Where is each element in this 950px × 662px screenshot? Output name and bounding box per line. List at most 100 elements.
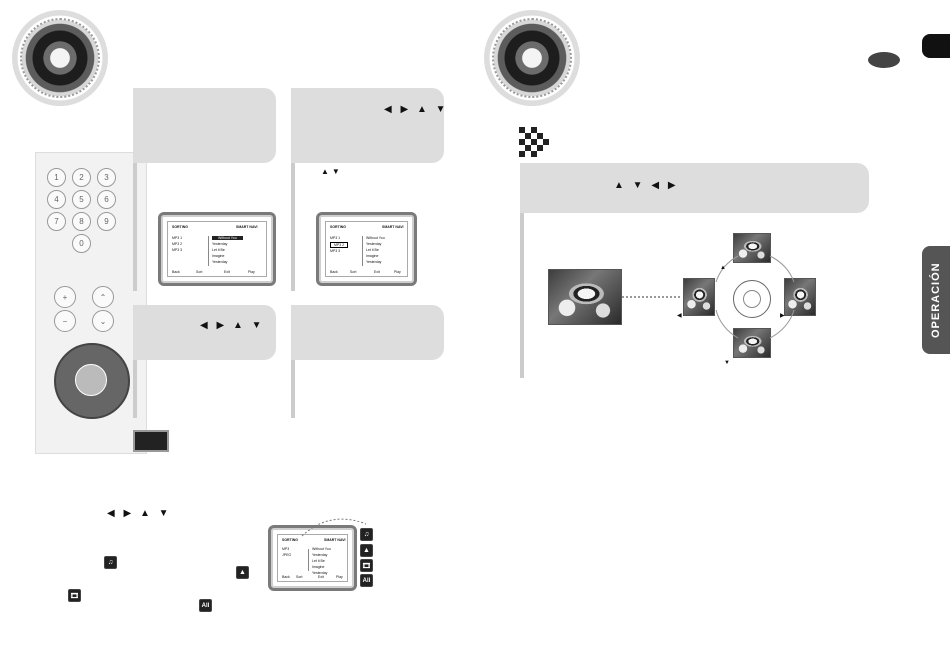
osd-mode: SMART NAVI xyxy=(382,225,404,229)
remote-key-5: 5 xyxy=(72,190,91,209)
osd-track: Let it Be xyxy=(212,248,225,252)
remote-control: 1 2 3 4 5 6 7 8 9 0 + − ⌃ ⌄ xyxy=(35,152,147,454)
arrow-keys-icon: ◀ ▶ ▲ ▼ xyxy=(200,320,265,331)
remote-key-3: 3 xyxy=(97,168,116,187)
osd-mode: SMART NAVI xyxy=(236,225,258,229)
remote-key-8: 8 xyxy=(72,212,91,231)
speaker-graphic-left xyxy=(12,10,108,106)
osd-footer-play: Play xyxy=(248,270,255,274)
osd-footer-sort: Sort xyxy=(296,575,303,579)
remote-key-plus: + xyxy=(54,286,76,308)
osd-track: Let it Be xyxy=(312,559,325,563)
step-divider-3 xyxy=(133,360,137,418)
osd-mode: SMART NAVI xyxy=(324,538,346,542)
osd-header: SORTING xyxy=(282,538,298,542)
step-box-1 xyxy=(133,88,276,163)
arrow-keys-icon: ◀ ▶ ▲ ▼ xyxy=(107,508,172,519)
osd-track: Without You xyxy=(312,547,331,551)
remote-key-2: 2 xyxy=(72,168,91,187)
up-arrow-icon: ▲ xyxy=(720,265,726,271)
remote-key-up: ⌃ xyxy=(92,286,114,308)
remote-key-4: 4 xyxy=(47,190,66,209)
osd-track: Imagine xyxy=(312,565,325,569)
up-down-keys-icon: ▲▼ xyxy=(321,167,343,176)
page-oval xyxy=(868,52,900,68)
video-icon: 🎞 xyxy=(360,559,373,572)
osd-footer-play: Play xyxy=(394,270,401,274)
osd-footer-back: Back xyxy=(172,270,180,274)
page-tab-black xyxy=(922,34,950,58)
osd-footer-back: Back xyxy=(282,575,290,579)
osd-screen-1: SORTING SMART NAVI MP3 1 MP3 2 MP3 3 Wit… xyxy=(158,212,276,286)
osd-track: Without You xyxy=(366,236,385,240)
osd-track: Yesterday xyxy=(312,571,328,575)
step-box-4 xyxy=(291,305,444,360)
osd-track: Yesterday xyxy=(212,242,228,246)
osd-folder: MP3 xyxy=(282,547,290,551)
rotation-arc xyxy=(715,255,795,339)
speaker-graphic-right xyxy=(484,10,580,106)
note-badge xyxy=(133,430,169,452)
osd-folder: MP3 1 xyxy=(330,236,341,240)
down-arrow-icon: ▼ xyxy=(724,360,730,366)
remote-key-1: 1 xyxy=(47,168,66,187)
arrow-keys-icon: ◀ ▶ ▲ ▼ xyxy=(384,104,449,115)
osd-folder: MP3 1 xyxy=(172,236,183,240)
step-box-2 xyxy=(291,88,444,163)
osd-track: Yesterday xyxy=(366,260,382,264)
osd-folder: MP3 2 xyxy=(172,242,183,246)
osd-footer-exit: Exit xyxy=(374,270,380,274)
osd-folder: MP3 3 xyxy=(330,249,341,253)
osd-track: Yesterday xyxy=(312,553,328,557)
osd-footer-exit: Exit xyxy=(224,270,230,274)
dotted-connector xyxy=(622,296,680,298)
remote-key-minus: − xyxy=(54,310,76,332)
remote-key-6: 6 xyxy=(97,190,116,209)
osd-footer-sort: Sort xyxy=(196,270,203,274)
osd-folder: MP3 3 xyxy=(172,248,183,252)
remote-key-0: 0 xyxy=(72,234,91,253)
step-divider-rotate xyxy=(520,213,524,378)
section-tab-operacion: OPERACIÓN xyxy=(922,246,950,354)
all-icon: All xyxy=(360,574,373,587)
osd-folder: JPEG xyxy=(282,553,292,557)
step-box-3 xyxy=(133,305,276,360)
osd-track: Imagine xyxy=(366,254,379,258)
osd-track: Yesterday xyxy=(212,260,228,264)
osd-footer-play: Play xyxy=(336,575,343,579)
osd-track: Yesterday xyxy=(366,242,382,246)
step-divider-1 xyxy=(133,163,137,291)
osd-screen-3: SORTING SMART NAVI MP3 JPEG Without You … xyxy=(268,525,357,591)
photo-up xyxy=(733,233,771,263)
remote-key-7: 7 xyxy=(47,212,66,231)
music-icon: ♫ xyxy=(360,528,373,541)
remote-enter-key xyxy=(75,364,107,396)
osd-folder-selected: MP3 2 xyxy=(330,242,349,248)
osd-track: Let it Be xyxy=(366,248,379,252)
osd-track-selected: Without You xyxy=(212,236,243,240)
remote-key-9: 9 xyxy=(97,212,116,231)
photo-original xyxy=(548,269,622,325)
video-icon: 🎞 xyxy=(68,589,81,602)
osd-footer-sort: Sort xyxy=(350,270,357,274)
photo-left xyxy=(683,278,715,316)
step-divider-2 xyxy=(291,163,295,291)
right-arrow-icon: ▶ xyxy=(780,313,785,319)
osd-header: SORTING xyxy=(172,225,188,229)
left-arrow-icon: ◀ xyxy=(677,313,682,319)
picture-icon: ▲ xyxy=(236,566,249,579)
remote-nav-ring xyxy=(54,343,130,419)
all-icon: All xyxy=(199,599,212,612)
checker-icon xyxy=(519,127,549,157)
direction-pad-center xyxy=(743,290,761,308)
photo-down xyxy=(733,328,771,358)
remote-key-down: ⌄ xyxy=(92,310,114,332)
step-divider-4 xyxy=(291,360,295,418)
osd-screen-2: SORTING SMART NAVI MP3 1 MP3 2 MP3 3 Wit… xyxy=(316,212,417,286)
photo-right xyxy=(784,278,816,316)
osd-footer-back: Back xyxy=(330,270,338,274)
arrow-keys-icon: ▲ ▼ ◀ ▶ xyxy=(614,180,679,191)
osd-track: Imagine xyxy=(212,254,225,258)
picture-icon: ▲ xyxy=(360,544,373,557)
music-icon: ♫ xyxy=(104,556,117,569)
